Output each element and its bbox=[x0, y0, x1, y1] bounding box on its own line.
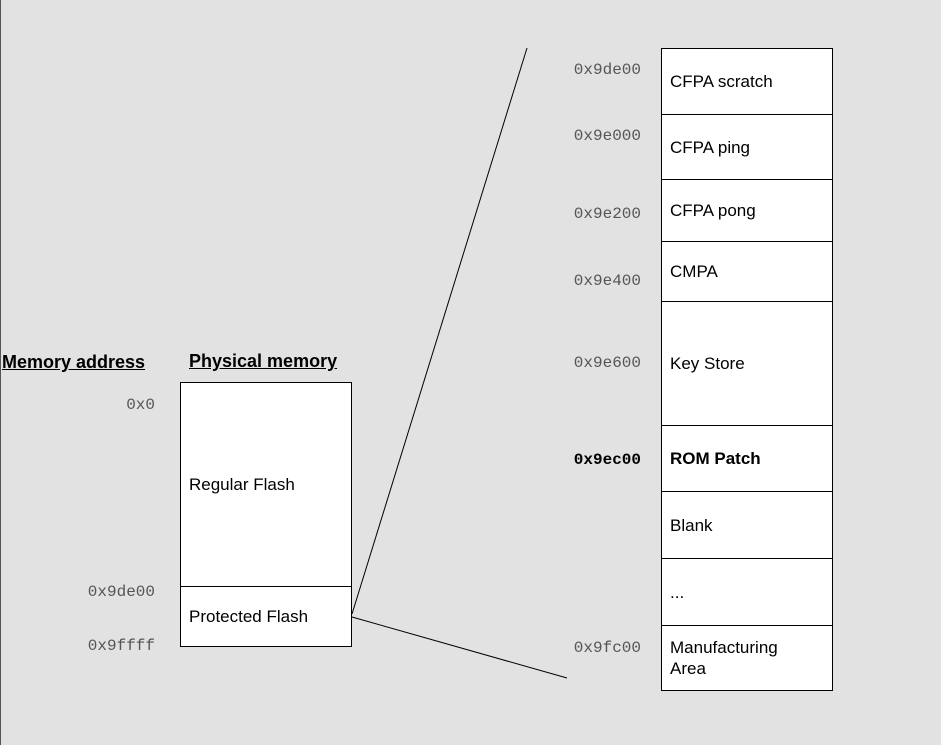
region-label: ROM Patch bbox=[670, 449, 761, 468]
manufacturing-area-block: Manufacturing Area bbox=[661, 625, 833, 691]
region-label: CFPA scratch bbox=[670, 72, 773, 91]
rom-patch-block: ROM Patch bbox=[661, 425, 833, 492]
region-label: Protected Flash bbox=[189, 607, 309, 626]
connector-bottom-line bbox=[351, 616, 568, 679]
regular-flash-block: Regular Flash bbox=[180, 382, 352, 587]
region-label: CFPA ping bbox=[670, 137, 751, 157]
cfpa-ping-block: CFPA ping bbox=[661, 114, 833, 180]
address-label: 0x9ec00 bbox=[573, 451, 641, 469]
address-label: 0x9e400 bbox=[573, 272, 641, 290]
address-label: 0x9e200 bbox=[573, 205, 641, 223]
address-label: 0x9de00 bbox=[573, 61, 641, 79]
region-label: Blank bbox=[670, 515, 713, 535]
ellipsis-block: ... bbox=[661, 558, 833, 626]
address-label: 0x9e000 bbox=[573, 127, 641, 145]
region-label: Key Store bbox=[670, 354, 745, 373]
blank-block: Blank bbox=[661, 491, 833, 559]
region-label: ... bbox=[670, 582, 685, 602]
address-label: 0x0 bbox=[126, 396, 155, 414]
address-label: 0x9de00 bbox=[87, 583, 155, 601]
cfpa-pong-block: CFPA pong bbox=[661, 179, 833, 242]
left-border bbox=[0, 0, 1, 745]
connector-top-line bbox=[351, 47, 528, 615]
key-store-block: Key Store bbox=[661, 301, 833, 426]
protected-flash-block: Protected Flash bbox=[180, 586, 352, 647]
region-label: Manufacturing Area bbox=[670, 638, 778, 678]
physical-memory-heading: Physical memory bbox=[189, 351, 338, 371]
cfpa-scratch-block: CFPA scratch bbox=[661, 48, 833, 115]
memory-address-heading: Memory address bbox=[2, 352, 146, 372]
region-label: CMPA bbox=[670, 262, 718, 281]
address-label: 0x9fc00 bbox=[573, 639, 641, 657]
address-label: 0x9e600 bbox=[573, 354, 641, 372]
address-label: 0x9ffff bbox=[87, 637, 155, 655]
region-label: CFPA pong bbox=[670, 201, 756, 220]
region-label: Regular Flash bbox=[189, 475, 295, 494]
cmpa-block: CMPA bbox=[661, 241, 833, 302]
